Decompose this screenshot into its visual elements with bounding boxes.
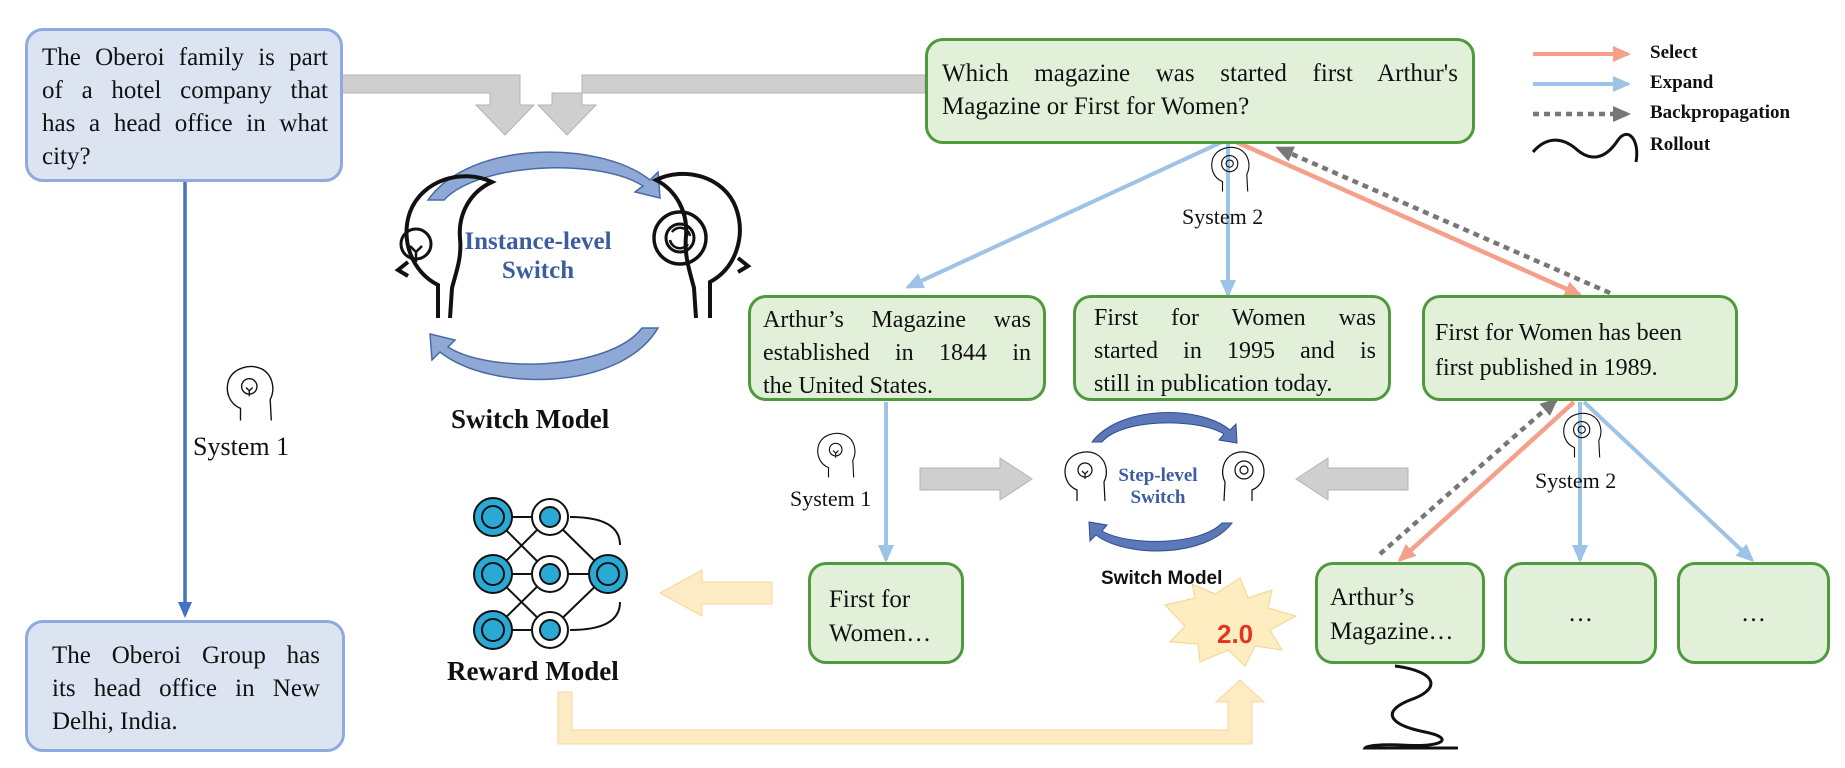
child1-line-3: the United States. [763, 373, 933, 399]
head-gear-icon-step [1222, 451, 1265, 502]
child1-line-1: Arthur’s Magazine was [763, 307, 1031, 333]
legend-rollout-label: Rollout [1650, 134, 1711, 155]
leaf2-box: Arthur’s Magazine… [1315, 562, 1485, 664]
root-question-line-2: Magazine or First for Women? [942, 93, 1250, 120]
select-child3-to-leaf2 [1397, 400, 1576, 563]
expand-root-to-child1 [905, 140, 1223, 289]
instance-cycle-bottom-arrow [429, 327, 660, 381]
instance-question-line-3: has a head office in what [42, 110, 328, 137]
system2-label-top: System 2 [1182, 204, 1264, 229]
yellow-arrow-to-reward [658, 569, 773, 617]
child3-line-2: first published in 1989. [1435, 355, 1658, 381]
leaf4-text: … [1741, 600, 1766, 627]
instance-question-line-4: city? [42, 143, 91, 170]
step-switch-model-title: Switch Model [1101, 568, 1223, 589]
yellow-arrow-reward-to-score [557, 679, 1266, 745]
grey-arrow-root-to-switch [536, 74, 926, 136]
system2-label-right: System 2 [1535, 468, 1617, 493]
leaf4-box: … [1677, 562, 1830, 664]
head-lightbulb-icon-step [1064, 451, 1107, 502]
neural-network-icon [473, 497, 628, 650]
backprop-child3-to-root [1275, 145, 1611, 296]
step-cycle-top-arrow [1090, 412, 1238, 444]
instance-switch-label: Instance-level Switch [448, 228, 628, 286]
head-gear-icon-system2-top [1211, 146, 1250, 192]
backprop-leaf2-to-child3 [1378, 398, 1559, 556]
step-switch-line-2: Switch [1130, 486, 1186, 508]
grey-arrow-left-to-step-switch [919, 457, 1033, 501]
rollout-squiggle [1362, 664, 1458, 750]
step-switch-label: Step-level Switch [1103, 465, 1213, 509]
instance-switch-line-1: Instance-level [464, 228, 612, 255]
switch-model-title: Switch Model [451, 404, 610, 434]
leaf2-line-2: Magazine… [1330, 618, 1454, 645]
expand-child3-to-leaf4 [1582, 400, 1755, 563]
leaf1-line-2: Women… [829, 620, 932, 647]
reward-score: 2.0 [1217, 619, 1254, 649]
instance-answer-line-3: Delhi, India. [52, 708, 178, 735]
legend-rollout-squiggle [1531, 132, 1639, 163]
system1-label-left: System 1 [193, 432, 290, 461]
head-gear-icon-system2-right [1563, 412, 1602, 458]
child2-line-3: still in publication today. [1094, 371, 1333, 397]
instance-answer-box: The Oberoi Group has its head office in … [25, 620, 345, 752]
system1-label-mid: System 1 [790, 486, 872, 511]
star-burst-icon [1164, 577, 1298, 667]
head-lightbulb-icon-system1-left [226, 365, 274, 421]
grey-arrow-question-to-switch [341, 74, 536, 136]
leaf3-box: … [1504, 562, 1657, 664]
instance-answer-line-2: its head office in New [52, 675, 320, 702]
child2-line-1: First for Women was [1094, 305, 1376, 331]
legend-select-label: Select [1650, 42, 1698, 63]
instance-switch-line-2: Switch [501, 256, 575, 284]
instance-answer-line-1: The Oberoi Group has [52, 642, 320, 669]
legend-expand-label: Expand [1650, 72, 1714, 93]
instance-question-box: The Oberoi family is part of a hotel com… [25, 28, 343, 182]
select-root-to-child3 [1231, 137, 1583, 298]
head-lightbulb-icon [394, 174, 497, 319]
head-lightbulb-icon-system1-mid [817, 432, 856, 478]
child1-box: Arthur’s Magazine was established in 184… [748, 295, 1046, 401]
leaf1-line-1: First for [829, 586, 911, 613]
child3-line-1: First for Women has been [1435, 320, 1682, 346]
root-question-line-1: Which magazine was started first Arthur'… [942, 60, 1458, 87]
root-question-box: Which magazine was started first Arthur'… [925, 38, 1475, 144]
legend-backprop-label: Backpropagation [1650, 102, 1791, 123]
head-gear-icon [651, 171, 752, 319]
instance-question-line-1: The Oberoi family is part [42, 44, 328, 71]
leaf2-line-1: Arthur’s [1330, 584, 1415, 611]
child2-line-2: started in 1995 and is [1094, 338, 1376, 364]
step-switch-line-1: Step-level [1118, 465, 1198, 486]
instance-question-line-2: of a hotel company that [42, 77, 328, 104]
instance-cycle-top-arrow [426, 151, 661, 201]
child2-box: First for Women was started in 1995 and … [1073, 295, 1391, 401]
reward-model-title: Reward Model [447, 656, 619, 686]
grey-arrow-right-to-step-switch [1295, 457, 1409, 501]
step-cycle-bottom-arrow [1088, 521, 1233, 552]
child3-box: First for Women has been first published… [1422, 295, 1738, 401]
child1-line-2: established in 1844 in [763, 340, 1031, 366]
leaf1-box: First for Women… [808, 562, 964, 664]
leaf3-text: … [1568, 600, 1593, 627]
